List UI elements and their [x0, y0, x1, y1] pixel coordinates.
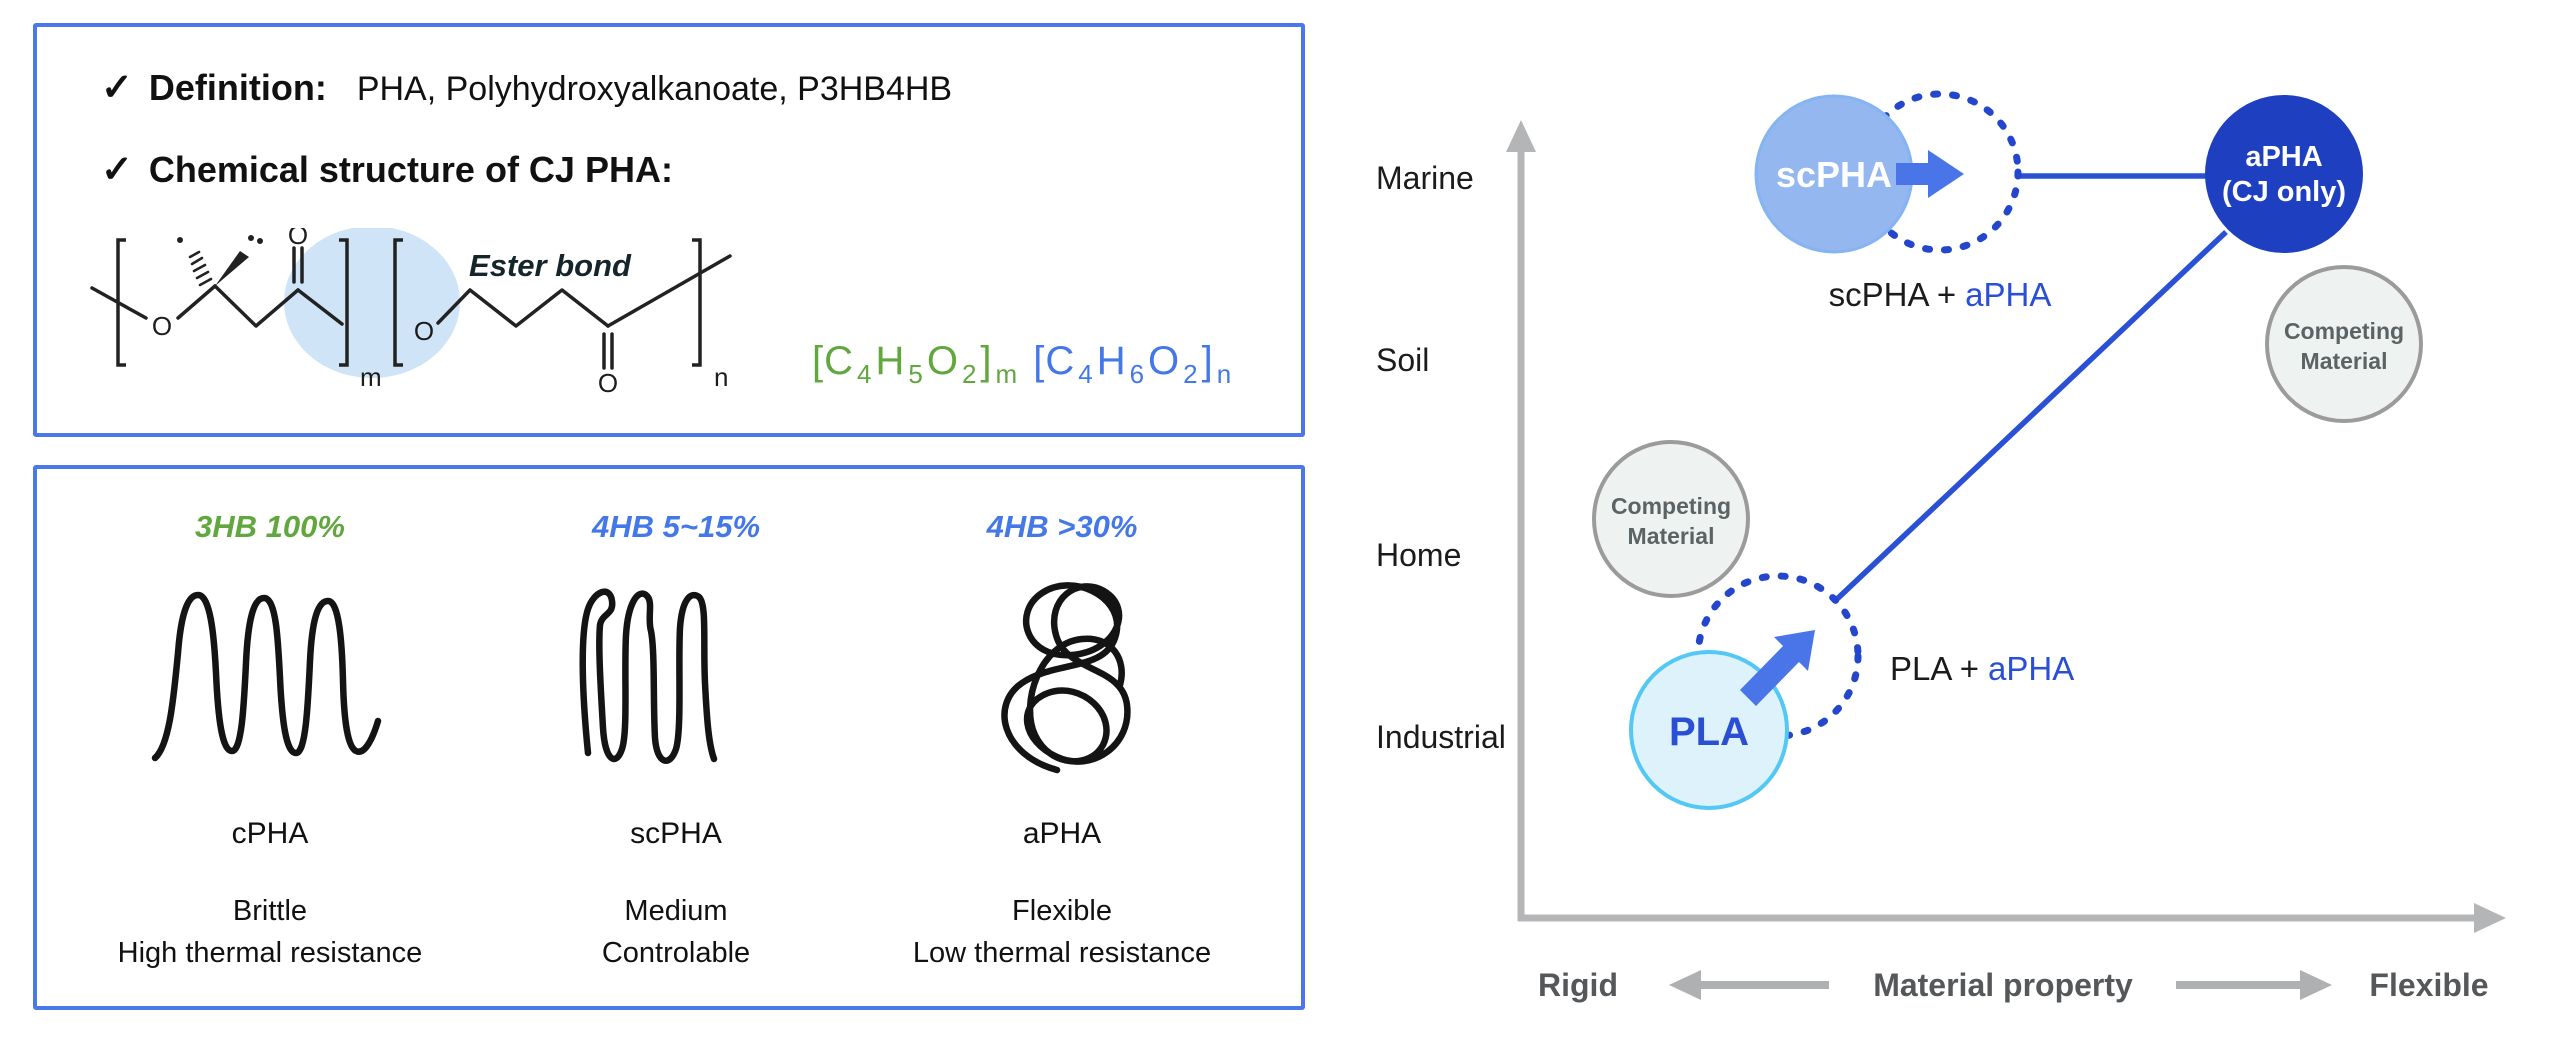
scpha-name: scPHA — [630, 817, 722, 850]
apha-coil-drawing — [1001, 582, 1131, 774]
flexible-arrow-icon — [2176, 970, 2332, 1000]
x-label-rigid: Rigid — [1538, 967, 1618, 1003]
y-label-marine: Marine — [1376, 160, 1474, 196]
check-icon: ✓ — [101, 149, 133, 191]
scpha-mix-label: scPHA +aPHA — [1829, 276, 2052, 313]
competing-material-bubble-left — [1592, 440, 1750, 598]
pla-mix-label: PLA +aPHA — [1890, 650, 2074, 687]
scpha-coil-drawing — [579, 588, 718, 764]
cpha-property-1: Brittle — [232, 895, 308, 927]
structure-bullet: ✓ Chemical structure of CJ PHA: — [101, 147, 673, 192]
competing-material-left-line2: Material — [1628, 523, 1715, 549]
definition-text: PHA, Polyhydroxyalkanoate, P3HB4HB — [356, 70, 953, 108]
apha-property-1: Flexible — [1012, 895, 1112, 927]
competing-material-bubble-right — [2265, 265, 2423, 423]
apha-column: 4HB >30% aPHA Flexible Low thermal resis… — [850, 469, 1274, 1006]
positioning-chart: Marine Soil Home Industrial scPHA aPHA (… — [1376, 90, 2506, 1003]
pha-types-box: 3HB 100% cPHA Brittle High thermal resis… — [33, 465, 1305, 1010]
y-axis — [1506, 120, 1536, 921]
competing-material-left-line1: Competing — [1611, 493, 1731, 519]
apha-property-2: Low thermal resistance — [912, 937, 1212, 969]
definition-box: ✓ Definition: PHA, Polyhydroxyalkanoate,… — [33, 23, 1305, 437]
apha-header: 4HB >30% — [986, 509, 1138, 544]
scpha-bubble-label: scPHA — [1776, 154, 1892, 195]
ester-bond-highlight — [284, 228, 460, 378]
competing-material-right-line1: Competing — [2284, 318, 2404, 344]
definition-bullet: ✓ Definition: PHA, Polyhydroxyalkanoate,… — [101, 65, 952, 110]
scpha-header: 4HB 5~15% — [591, 509, 761, 544]
apha-name: aPHA — [1022, 817, 1102, 850]
check-icon: ✓ — [101, 67, 133, 109]
x-axis — [1518, 903, 2506, 933]
apha-bubble-label-line2: (CJ only) — [2222, 176, 2346, 208]
competing-material-right-line2: Material — [2301, 348, 2388, 374]
cpha-property-2: High thermal resistance — [117, 937, 423, 969]
scpha-column: 4HB 5~15% scPHA Medium Controlable — [464, 469, 888, 1006]
pla-shift-arrow-icon — [1740, 630, 1815, 706]
x-axis-arrowhead-icon — [2474, 903, 2506, 933]
definition-label: Definition: — [148, 67, 327, 108]
scpha-shift-arrow-icon — [1896, 150, 1964, 198]
cpha-column: 3HB 100% cPHA Brittle High thermal resis… — [58, 469, 482, 1006]
cpha-name: cPHA — [231, 817, 309, 850]
oxygen-atom-label: O — [598, 368, 618, 398]
ester-bond-label: Ester bond — [469, 248, 632, 283]
bond-lines — [90, 246, 732, 370]
apha-bubble — [2205, 95, 2363, 253]
chemical-structure-drawing: O O O O m n Ester bond — [90, 228, 732, 398]
x-label-material-property: Material property — [1873, 967, 2133, 1003]
rigid-arrow-icon — [1669, 970, 1829, 1000]
cpha-header: 3HB 100% — [195, 509, 345, 544]
structure-label: Chemical structure of CJ PHA: — [148, 149, 673, 190]
wedge-bond — [215, 251, 249, 286]
x-label-flexible: Flexible — [2369, 967, 2488, 1003]
repeat-n-subscript: n — [714, 362, 728, 392]
pla-bubble-label: PLA — [1669, 710, 1749, 754]
y-label-soil: Soil — [1376, 342, 1429, 378]
scpha-property-1: Medium — [624, 895, 728, 927]
stereo-dots — [177, 235, 263, 244]
y-label-industrial: Industrial — [1376, 719, 1506, 755]
oxygen-atom-label: O — [288, 228, 308, 250]
cpha-coil-drawing — [151, 591, 382, 762]
y-label-home: Home — [1376, 537, 1461, 573]
y-axis-arrowhead-icon — [1506, 120, 1536, 152]
oxygen-atom-label: O — [414, 316, 434, 346]
apha-to-pla-line — [1834, 229, 2228, 603]
repeat-m-subscript: m — [360, 362, 382, 392]
apha-bubble-label-line1: aPHA — [2245, 141, 2322, 173]
oxygen-atom-label: O — [152, 311, 172, 341]
scpha-property-2: Controlable — [601, 937, 751, 969]
